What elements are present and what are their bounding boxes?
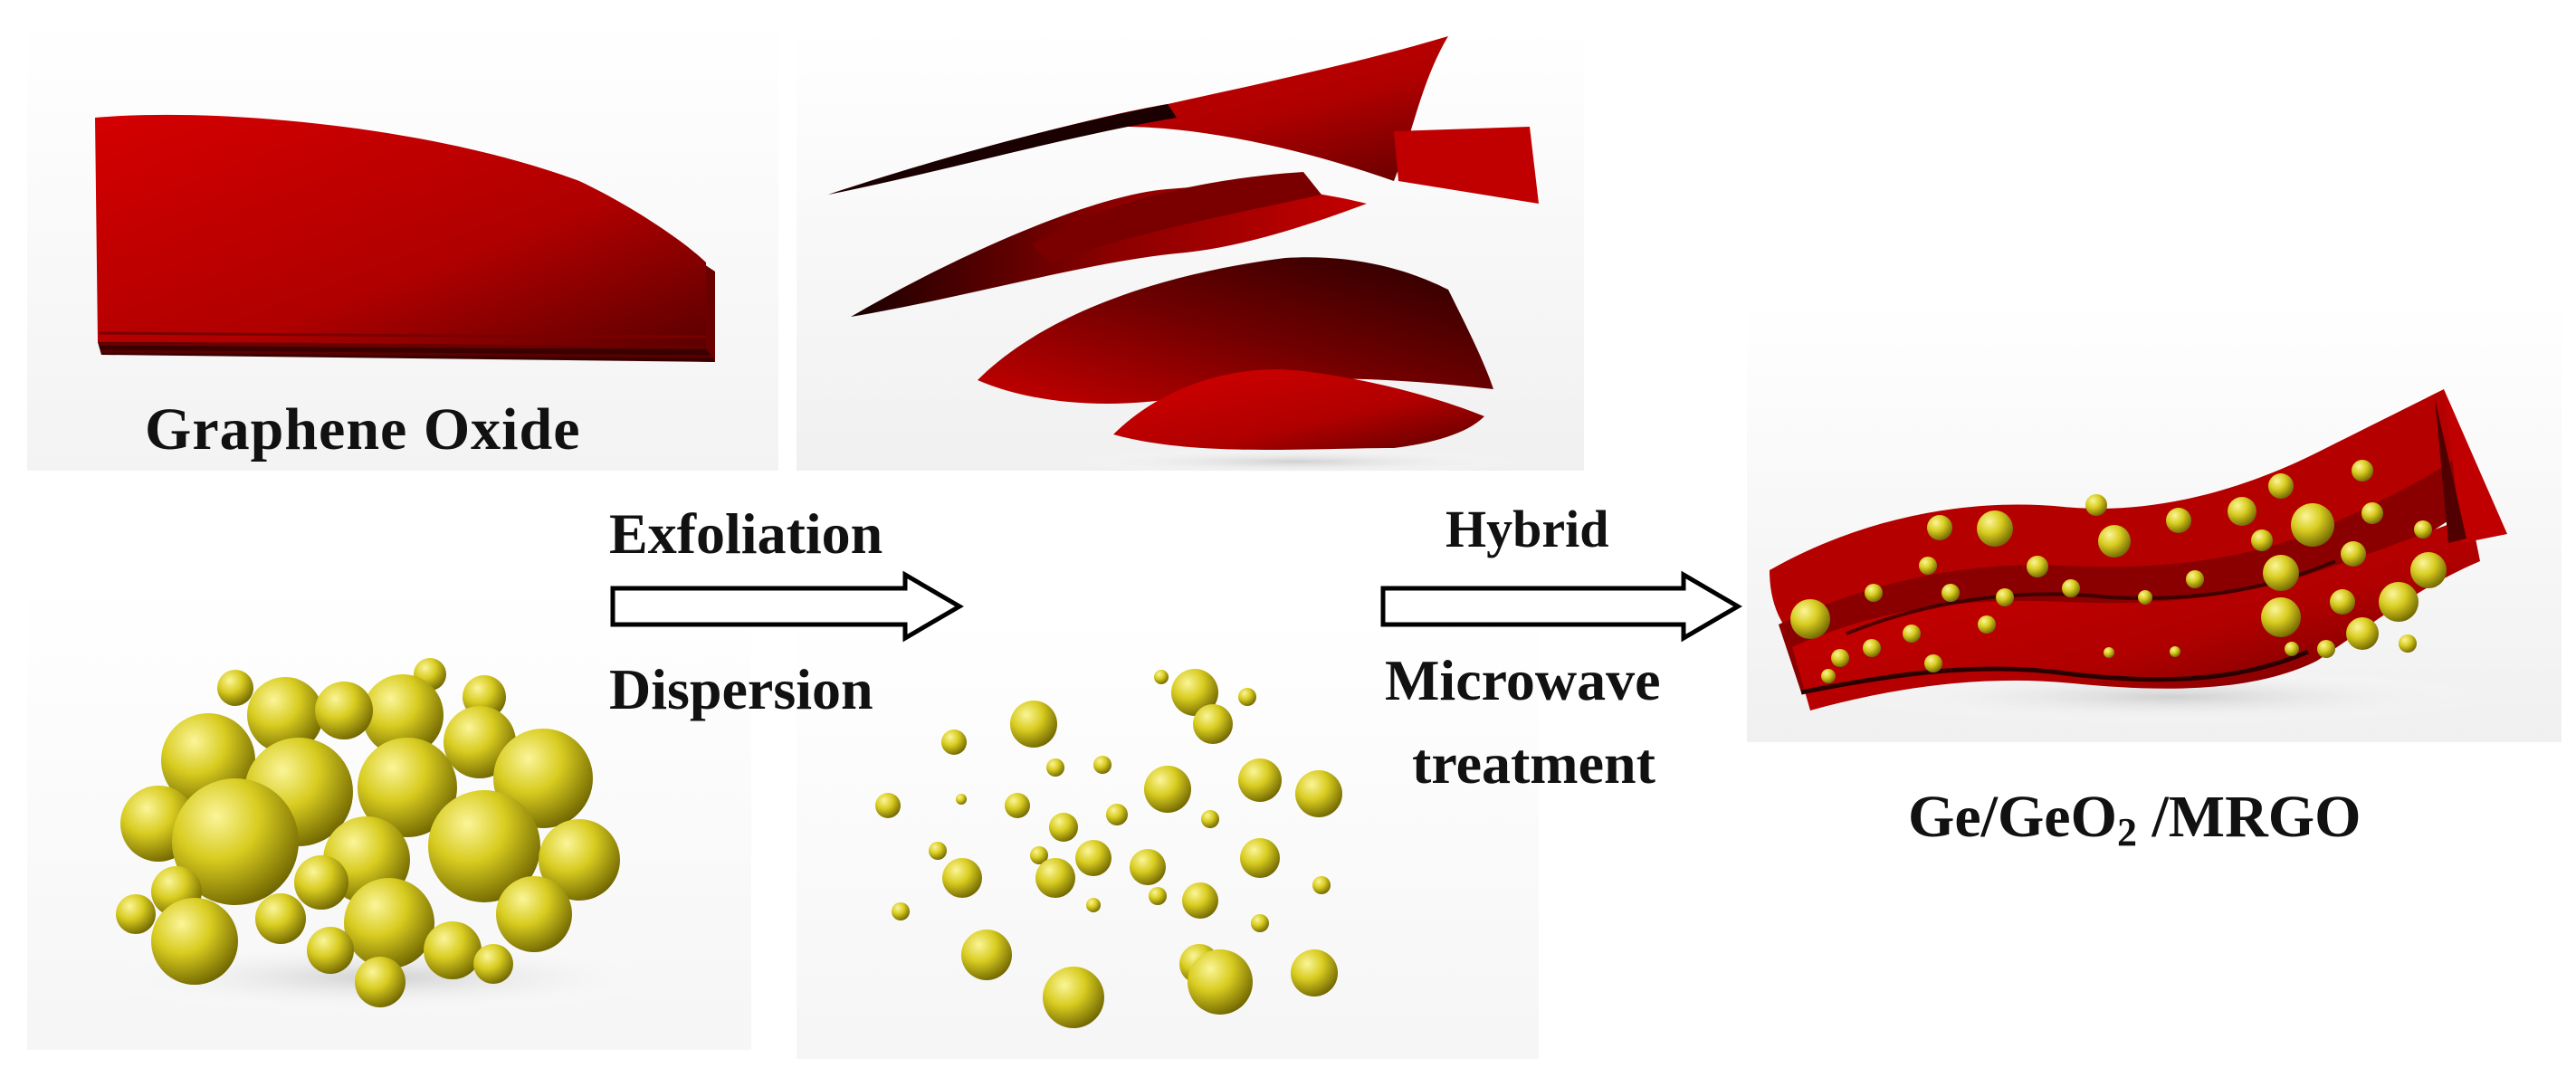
microwave-label: Microwave xyxy=(1385,652,1660,710)
hybrid-label: Hybrid xyxy=(1445,503,1609,556)
exfoliation-label: Exfoliation xyxy=(609,505,883,563)
product-label-suffix: /MRGO xyxy=(2137,784,2361,850)
product-label-subscript: 2 xyxy=(2117,810,2137,854)
dispersion-label: Dispersion xyxy=(609,661,873,719)
graphene-oxide-label: Graphene Oxide xyxy=(145,400,581,460)
treatment-label: treatment xyxy=(1412,735,1655,793)
product-label-main: Ge/GeO xyxy=(1908,784,2117,850)
product-label: Ge/GeO2 /MRGO xyxy=(1908,787,2361,853)
